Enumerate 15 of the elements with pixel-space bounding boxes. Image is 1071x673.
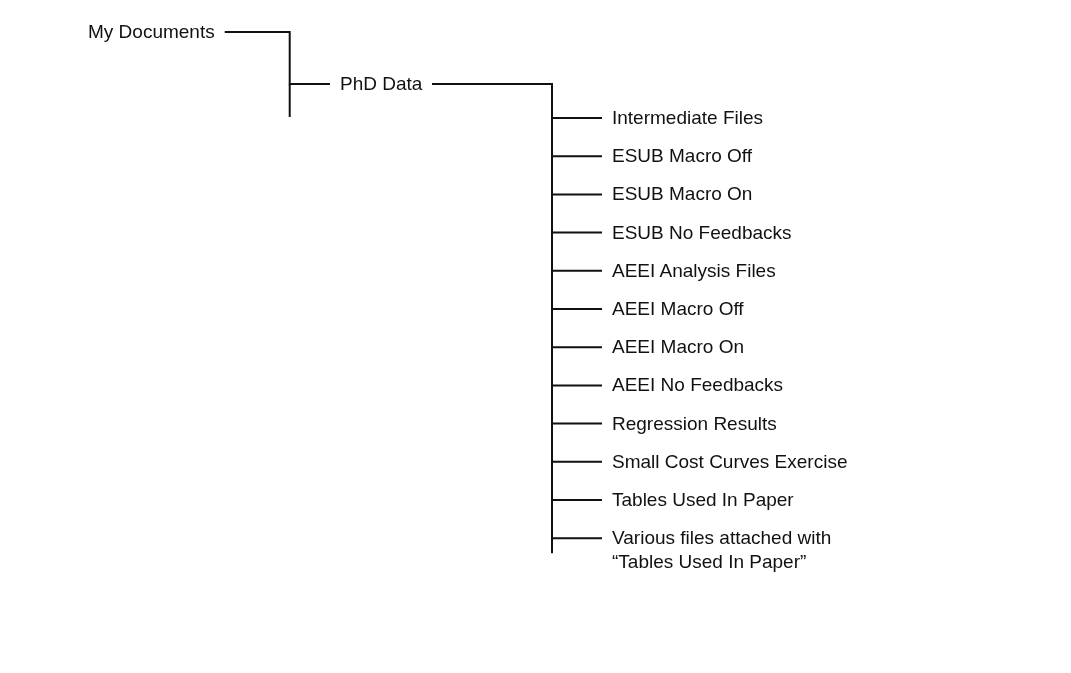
subfolder-label: Tables Used In Paper [612,488,794,512]
folder-label: My Documents [88,20,215,44]
folder-label: PhD Data [340,72,423,96]
tree-connector [223,31,331,85]
subfolder-label: AEEI Macro Off [612,297,744,321]
subfolder-label: Intermediate Files [612,106,763,130]
subfolder-label: Regression Results [612,411,777,436]
subfolder-label: ESUB Macro Off [612,144,753,169]
subfolder-label: ESUB Macro On [612,182,753,207]
subfolder-label: AEEI Analysis Files [612,258,776,283]
subfolder-label: AEEI Macro On [612,335,744,360]
subfolder-label: Small Cost Curves Exercise [612,449,848,474]
subfolder-label: Various files attached with “Tables Used In Paper” [612,526,892,575]
subfolder-label: ESUB No Feedbacks [612,220,792,245]
subfolder-label: AEEI No Feedbacks [612,373,784,398]
